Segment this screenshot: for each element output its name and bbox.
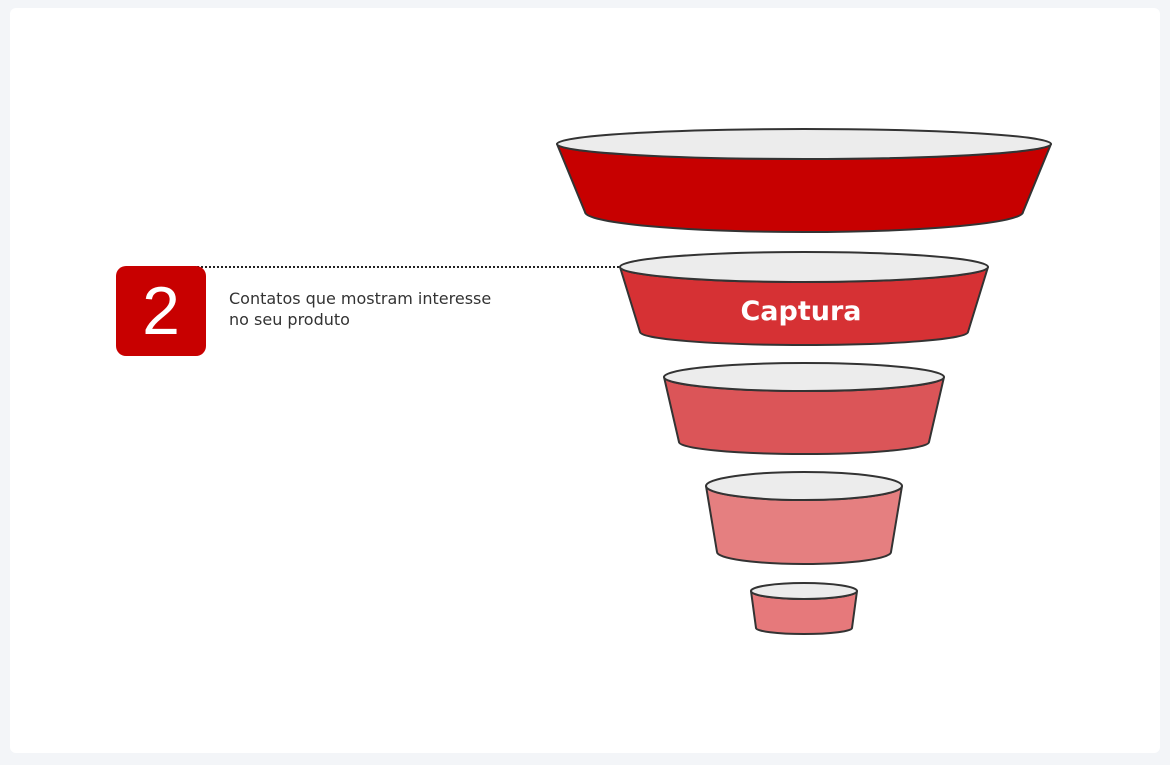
funnel-level-5-rim bbox=[750, 582, 858, 600]
stage-number: 2 bbox=[142, 273, 180, 349]
funnel-level-5 bbox=[750, 582, 858, 635]
stage-description: Contatos que mostram interesse no seu pr… bbox=[229, 288, 549, 330]
funnel-level-2-rim bbox=[619, 251, 989, 283]
funnel-level-3 bbox=[663, 362, 945, 455]
funnel-level-4 bbox=[705, 471, 903, 565]
funnel-level-4-rim bbox=[705, 471, 903, 501]
stage-description-line-2: no seu produto bbox=[229, 310, 350, 329]
funnel-level-2: Captura bbox=[619, 251, 989, 346]
stage-number-badge: 2 bbox=[116, 266, 206, 356]
funnel-stage-label: Captura bbox=[740, 296, 861, 327]
funnel-level-3-rim bbox=[663, 362, 945, 392]
stage-description-line-1: Contatos que mostram interesse bbox=[229, 289, 492, 308]
funnel-level-1 bbox=[556, 128, 1052, 233]
funnel-level-1-rim bbox=[556, 128, 1052, 160]
leader-line bbox=[190, 266, 622, 268]
